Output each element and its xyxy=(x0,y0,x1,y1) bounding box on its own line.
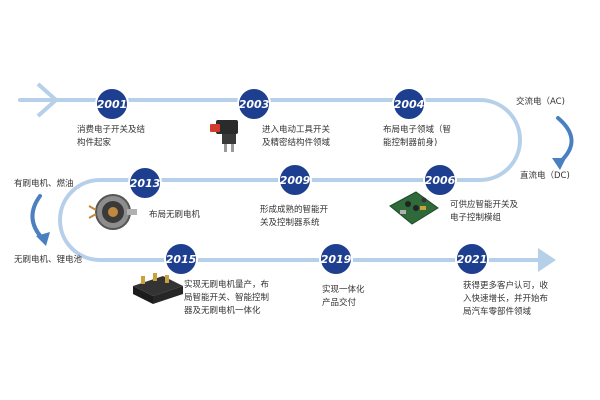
transition-dc-label: 直流电（DC) xyxy=(520,171,570,181)
milestone-badges: 2001 2003 2004 2006 2009 2013 2015 2019 2021 xyxy=(95,87,489,276)
left-transition-arrow-icon xyxy=(36,232,50,246)
milestone-badge-circle xyxy=(237,87,271,121)
milestone-badge-2013: 2013 xyxy=(128,166,162,200)
milestone-year-label: 2021 xyxy=(457,253,488,266)
milestone-badge-2003: 2003 xyxy=(237,87,271,121)
control-module-pcb-icon xyxy=(389,191,439,225)
milestone-badge-2004: 2004 xyxy=(392,87,426,121)
milestone-badge-2001: 2001 xyxy=(95,87,129,121)
milestone-year-label: 2004 xyxy=(394,98,425,111)
milestone-year-label: 2019 xyxy=(321,253,352,266)
milestone-badge-circle xyxy=(455,242,489,276)
milestone-badge-circle xyxy=(423,163,457,197)
milestone-year-label: 2013 xyxy=(130,177,161,190)
milestone-badge-circle xyxy=(319,242,353,276)
brushless-motor-icon xyxy=(88,194,137,230)
milestone-2015-text: 实现无刷电机量产，布 局智能开关、智能控制 器及无刷电机一体化 xyxy=(184,280,270,316)
milestone-2001-text: 消费电子开关及结 构件起家 xyxy=(77,125,146,148)
smart-controller-icon xyxy=(133,273,183,304)
milestone-badge-2009: 2009 xyxy=(278,163,312,197)
milestone-badge-2019: 2019 xyxy=(319,242,353,276)
milestone-year-label: 2015 xyxy=(166,253,197,266)
milestone-badge-circle xyxy=(278,163,312,197)
milestone-badge-circle xyxy=(392,87,426,121)
transition-brushless-label: 无刷电机、锂电池 xyxy=(14,255,83,265)
milestone-2004-text: 布局电子领域（智 能控制器前身) xyxy=(383,125,452,148)
milestone-year-label: 2006 xyxy=(425,174,456,187)
milestone-badge-circle xyxy=(95,87,129,121)
milestone-badge-circle xyxy=(164,242,198,276)
right-transition-arrow-icon xyxy=(552,158,566,170)
milestone-2019-text: 实现一体化 产品交付 xyxy=(322,285,365,308)
milestone-2006-text: 可供应智能开关及 电子控制模组 xyxy=(450,200,519,223)
right-transition-arc xyxy=(556,116,574,164)
milestone-badge-2015: 2015 xyxy=(164,242,198,276)
milestone-2013-text: 布局无刷电机 xyxy=(149,210,201,220)
left-transition-arc xyxy=(30,194,44,240)
end-arrow-icon xyxy=(538,248,556,272)
milestone-badge-2021: 2021 xyxy=(455,242,489,276)
milestone-2009-text: 形成成熟的智能开 关及控制器系统 xyxy=(260,205,329,228)
milestone-2003-text: 进入电动工具开关 及精密结构件领域 xyxy=(262,125,331,148)
power-tool-switch-icon xyxy=(210,120,238,152)
milestone-badge-circle xyxy=(128,166,162,200)
milestone-badge-2006: 2006 xyxy=(423,163,457,197)
milestone-year-label: 2009 xyxy=(280,174,311,187)
milestone-year-label: 2001 xyxy=(97,98,128,111)
milestone-year-label: 2003 xyxy=(239,98,270,111)
transition-ac-label: 交流电（AC) xyxy=(516,97,565,107)
transition-brushed-label: 有刷电机、燃油 xyxy=(14,179,74,189)
milestone-2021-text: 获得更多客户认可，收 入快速增长，并开始布 局汽车零部件领域 xyxy=(463,281,549,317)
start-chevron-icon xyxy=(36,82,58,118)
